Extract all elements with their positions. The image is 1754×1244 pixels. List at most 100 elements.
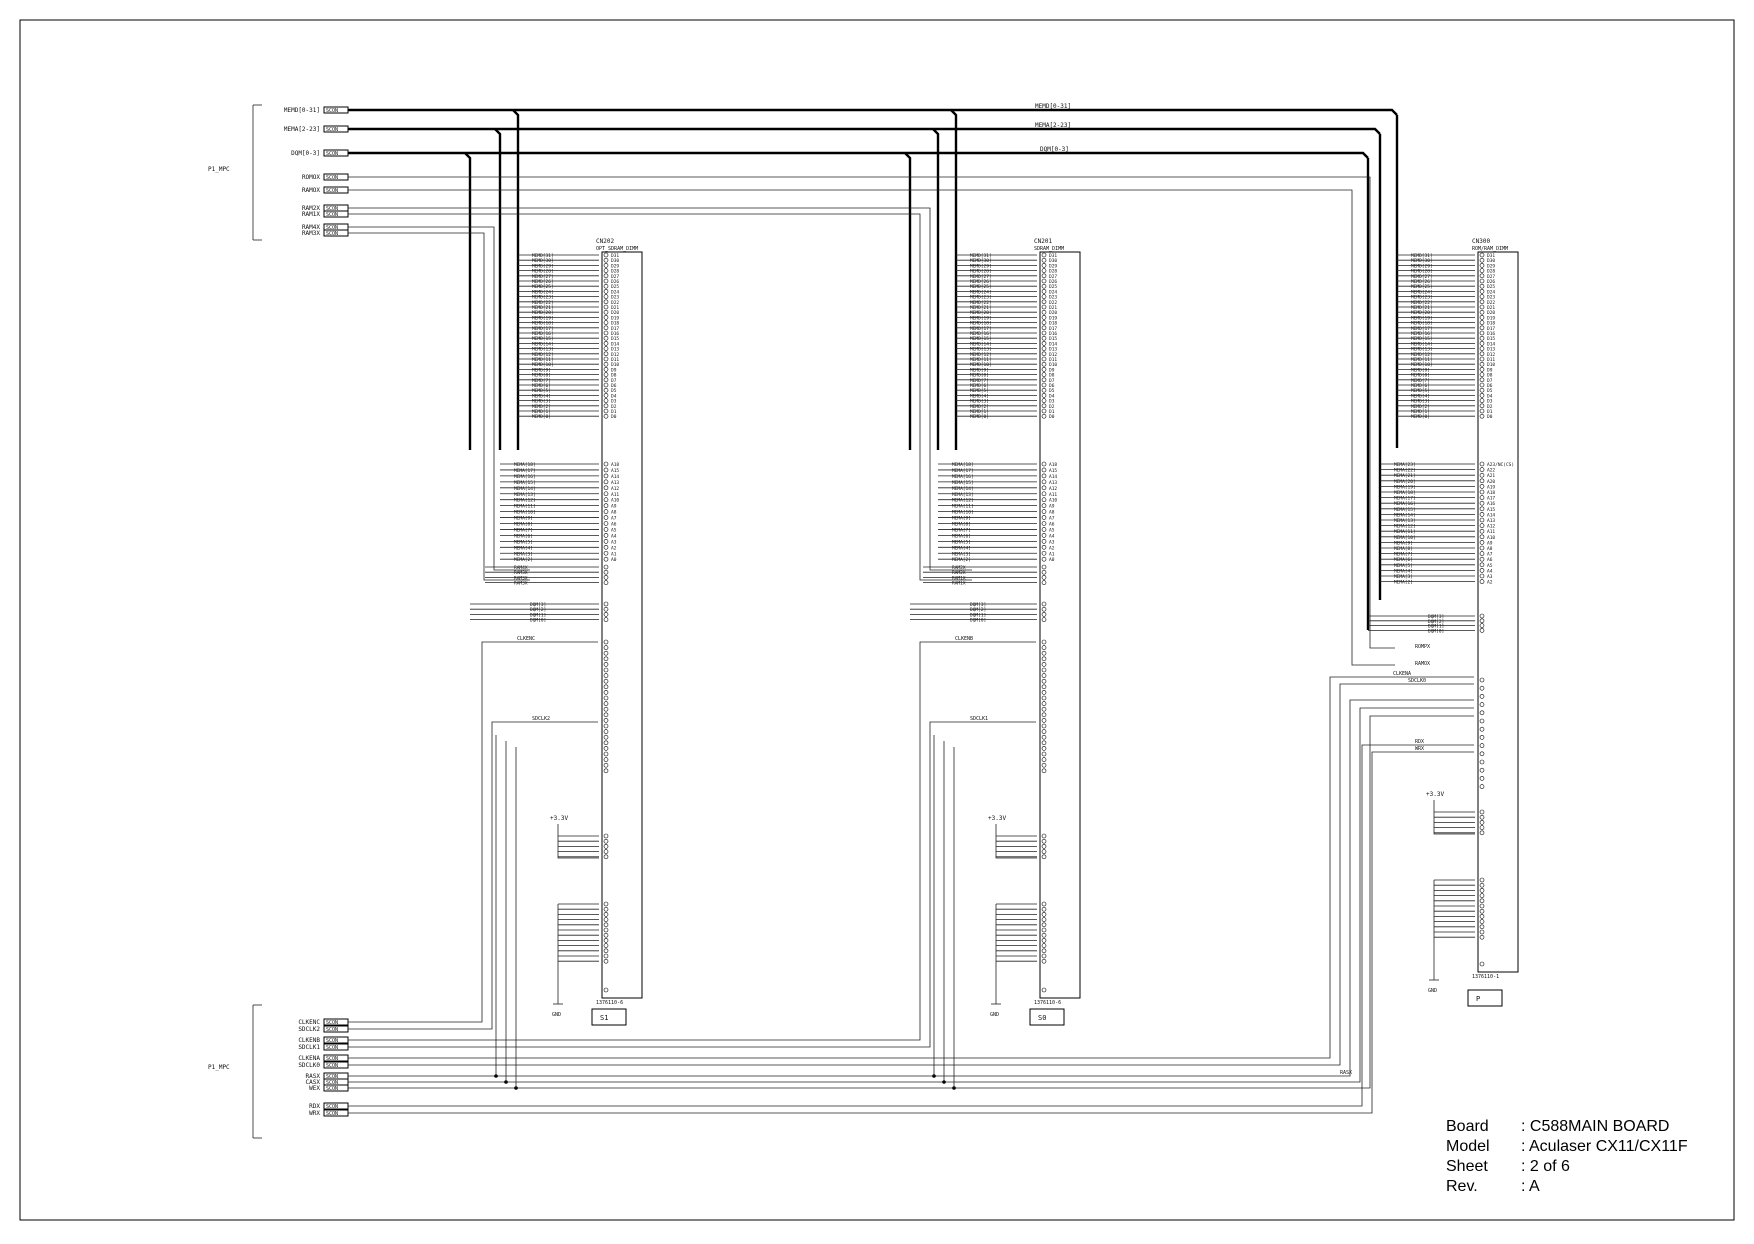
data-pin-name: D3 xyxy=(611,399,617,405)
connector-type: SDRAM_DIMM xyxy=(1034,246,1064,252)
pin-circle xyxy=(1479,382,1485,388)
data-signal-label: MEMD[10] xyxy=(970,362,992,368)
pin-circle xyxy=(1479,461,1485,467)
data-signal-label: MEMD[10] xyxy=(1411,362,1433,368)
pin-circle xyxy=(1041,678,1047,684)
data-signal-label: MEMD[9] xyxy=(532,367,551,373)
ras-signal-label: RAM4X xyxy=(514,565,528,571)
port-name: RAM1X xyxy=(302,211,320,218)
title-block: Board : C588MAIN BOARD Model : Aculaser … xyxy=(1446,1118,1688,1195)
pin-circle xyxy=(603,838,609,844)
pin-circle xyxy=(1041,948,1047,954)
data-signal-label: MEMD[24] xyxy=(970,289,992,295)
addr-pin-name: A2 xyxy=(1487,580,1493,586)
data-signal-label: MEMD[13] xyxy=(532,347,554,353)
data-signal-label: MEMD[25] xyxy=(970,284,992,290)
pin-circle xyxy=(1041,341,1047,346)
port-tag: SCON xyxy=(326,1027,338,1033)
pin-circle xyxy=(1479,341,1485,346)
ram4x-wire xyxy=(348,226,530,571)
pin-circle xyxy=(1479,500,1485,506)
data-signal-label: MEMD[20] xyxy=(1411,310,1433,316)
pin-circle xyxy=(603,335,609,341)
pin-circle xyxy=(603,938,609,943)
data-pin-name: D11 xyxy=(611,357,619,363)
pin-circle xyxy=(1479,512,1485,517)
pin-circle xyxy=(1479,914,1485,919)
dqm-signal-label: DQM[1] xyxy=(970,612,986,618)
data-signal-label: MEMD[17] xyxy=(1411,326,1433,332)
addr-pin-name: A0 xyxy=(611,557,617,563)
common-signal-wire xyxy=(348,715,1474,1089)
data-signal-label: MEMD[1] xyxy=(1411,409,1430,415)
pin-circle xyxy=(1041,515,1047,520)
bus-line xyxy=(348,108,1398,116)
vcc-bus xyxy=(1433,800,1475,835)
pin-circle xyxy=(1041,922,1047,928)
pin-circle xyxy=(1479,263,1485,268)
bus-label: DQM[0-3] xyxy=(1040,146,1069,153)
common-signal-label: RASX xyxy=(1340,1070,1352,1076)
addr-pin-name: A3 xyxy=(1487,574,1493,580)
pin-circle xyxy=(1041,844,1047,849)
addr-signal-label: MEMA[17] xyxy=(514,468,536,474)
pin-circle xyxy=(1041,550,1047,556)
data-signal-label: MEMD[3] xyxy=(970,399,989,405)
port-name: CASX xyxy=(306,1079,321,1086)
pin-circle xyxy=(1041,723,1047,729)
data-pin-name: D6 xyxy=(611,383,617,389)
data-pin-name: D5 xyxy=(1049,388,1055,394)
pin-circle xyxy=(1479,372,1485,377)
pin-circle xyxy=(603,606,609,612)
pin-circle xyxy=(1041,299,1047,305)
data-pin-name: D12 xyxy=(1049,352,1057,358)
pin-circle xyxy=(603,367,609,372)
dqm-signal-label: DQM[1] xyxy=(1428,624,1444,630)
pin-circle xyxy=(1479,743,1485,748)
pin-circle xyxy=(1041,387,1047,393)
data-pin-name: D15 xyxy=(611,336,619,342)
pin-circle xyxy=(1041,408,1047,414)
addr-pin-name: A15 xyxy=(1487,507,1495,513)
pin-circle xyxy=(1041,304,1047,310)
data-signal-label: MEMD[28] xyxy=(970,269,992,275)
pin-circle xyxy=(1479,268,1485,273)
pin-circle xyxy=(1041,533,1047,538)
pin-circle xyxy=(1479,759,1485,765)
data-signal-label: MEMD[15] xyxy=(532,336,554,342)
port-tag: SCON xyxy=(326,175,338,181)
pin-circle xyxy=(1479,545,1485,551)
pin-circle xyxy=(603,515,609,520)
pin-circle xyxy=(603,257,609,263)
pin-circle xyxy=(603,361,609,367)
pin-circle xyxy=(603,706,609,712)
ras-signal-label: RAM3X xyxy=(514,575,528,581)
pin-circle xyxy=(1479,568,1485,573)
addr-signal-label: MEMA[11] xyxy=(514,504,536,510)
pin-circle xyxy=(1479,934,1485,940)
pin-circle xyxy=(603,509,609,514)
bus-label: MEMD[0-31] xyxy=(1035,103,1071,110)
data-pin-name: D10 xyxy=(1049,362,1057,368)
data-pin-name: D18 xyxy=(1049,321,1057,327)
data-signal-label: MEMD[20] xyxy=(970,310,992,316)
pin-circle xyxy=(1479,685,1485,691)
data-signal-label: MEMD[7] xyxy=(1411,378,1430,384)
addr-signal-label: MEMA[2] xyxy=(514,557,533,563)
addr-signal-label: MEMA[18] xyxy=(1394,490,1416,496)
pin-circle xyxy=(1041,382,1047,388)
pin-circle xyxy=(1479,903,1485,909)
pin-circle xyxy=(1041,849,1047,854)
pin-circle xyxy=(1041,768,1047,774)
dqm-signal-label: DQM[1] xyxy=(530,612,546,618)
data-pin-name: D13 xyxy=(1487,347,1495,353)
pin-circle xyxy=(603,948,609,954)
pin-circle xyxy=(1479,330,1485,336)
ram3x-wire xyxy=(348,232,530,581)
data-signal-label: MEMD[31] xyxy=(970,253,992,259)
pin-circle xyxy=(1041,403,1047,409)
port-tag: SCON xyxy=(326,1063,338,1069)
data-signal-label: MEMD[11] xyxy=(1411,357,1433,363)
pin-circle xyxy=(1041,393,1047,398)
rdx-label: RDX xyxy=(1415,739,1424,745)
